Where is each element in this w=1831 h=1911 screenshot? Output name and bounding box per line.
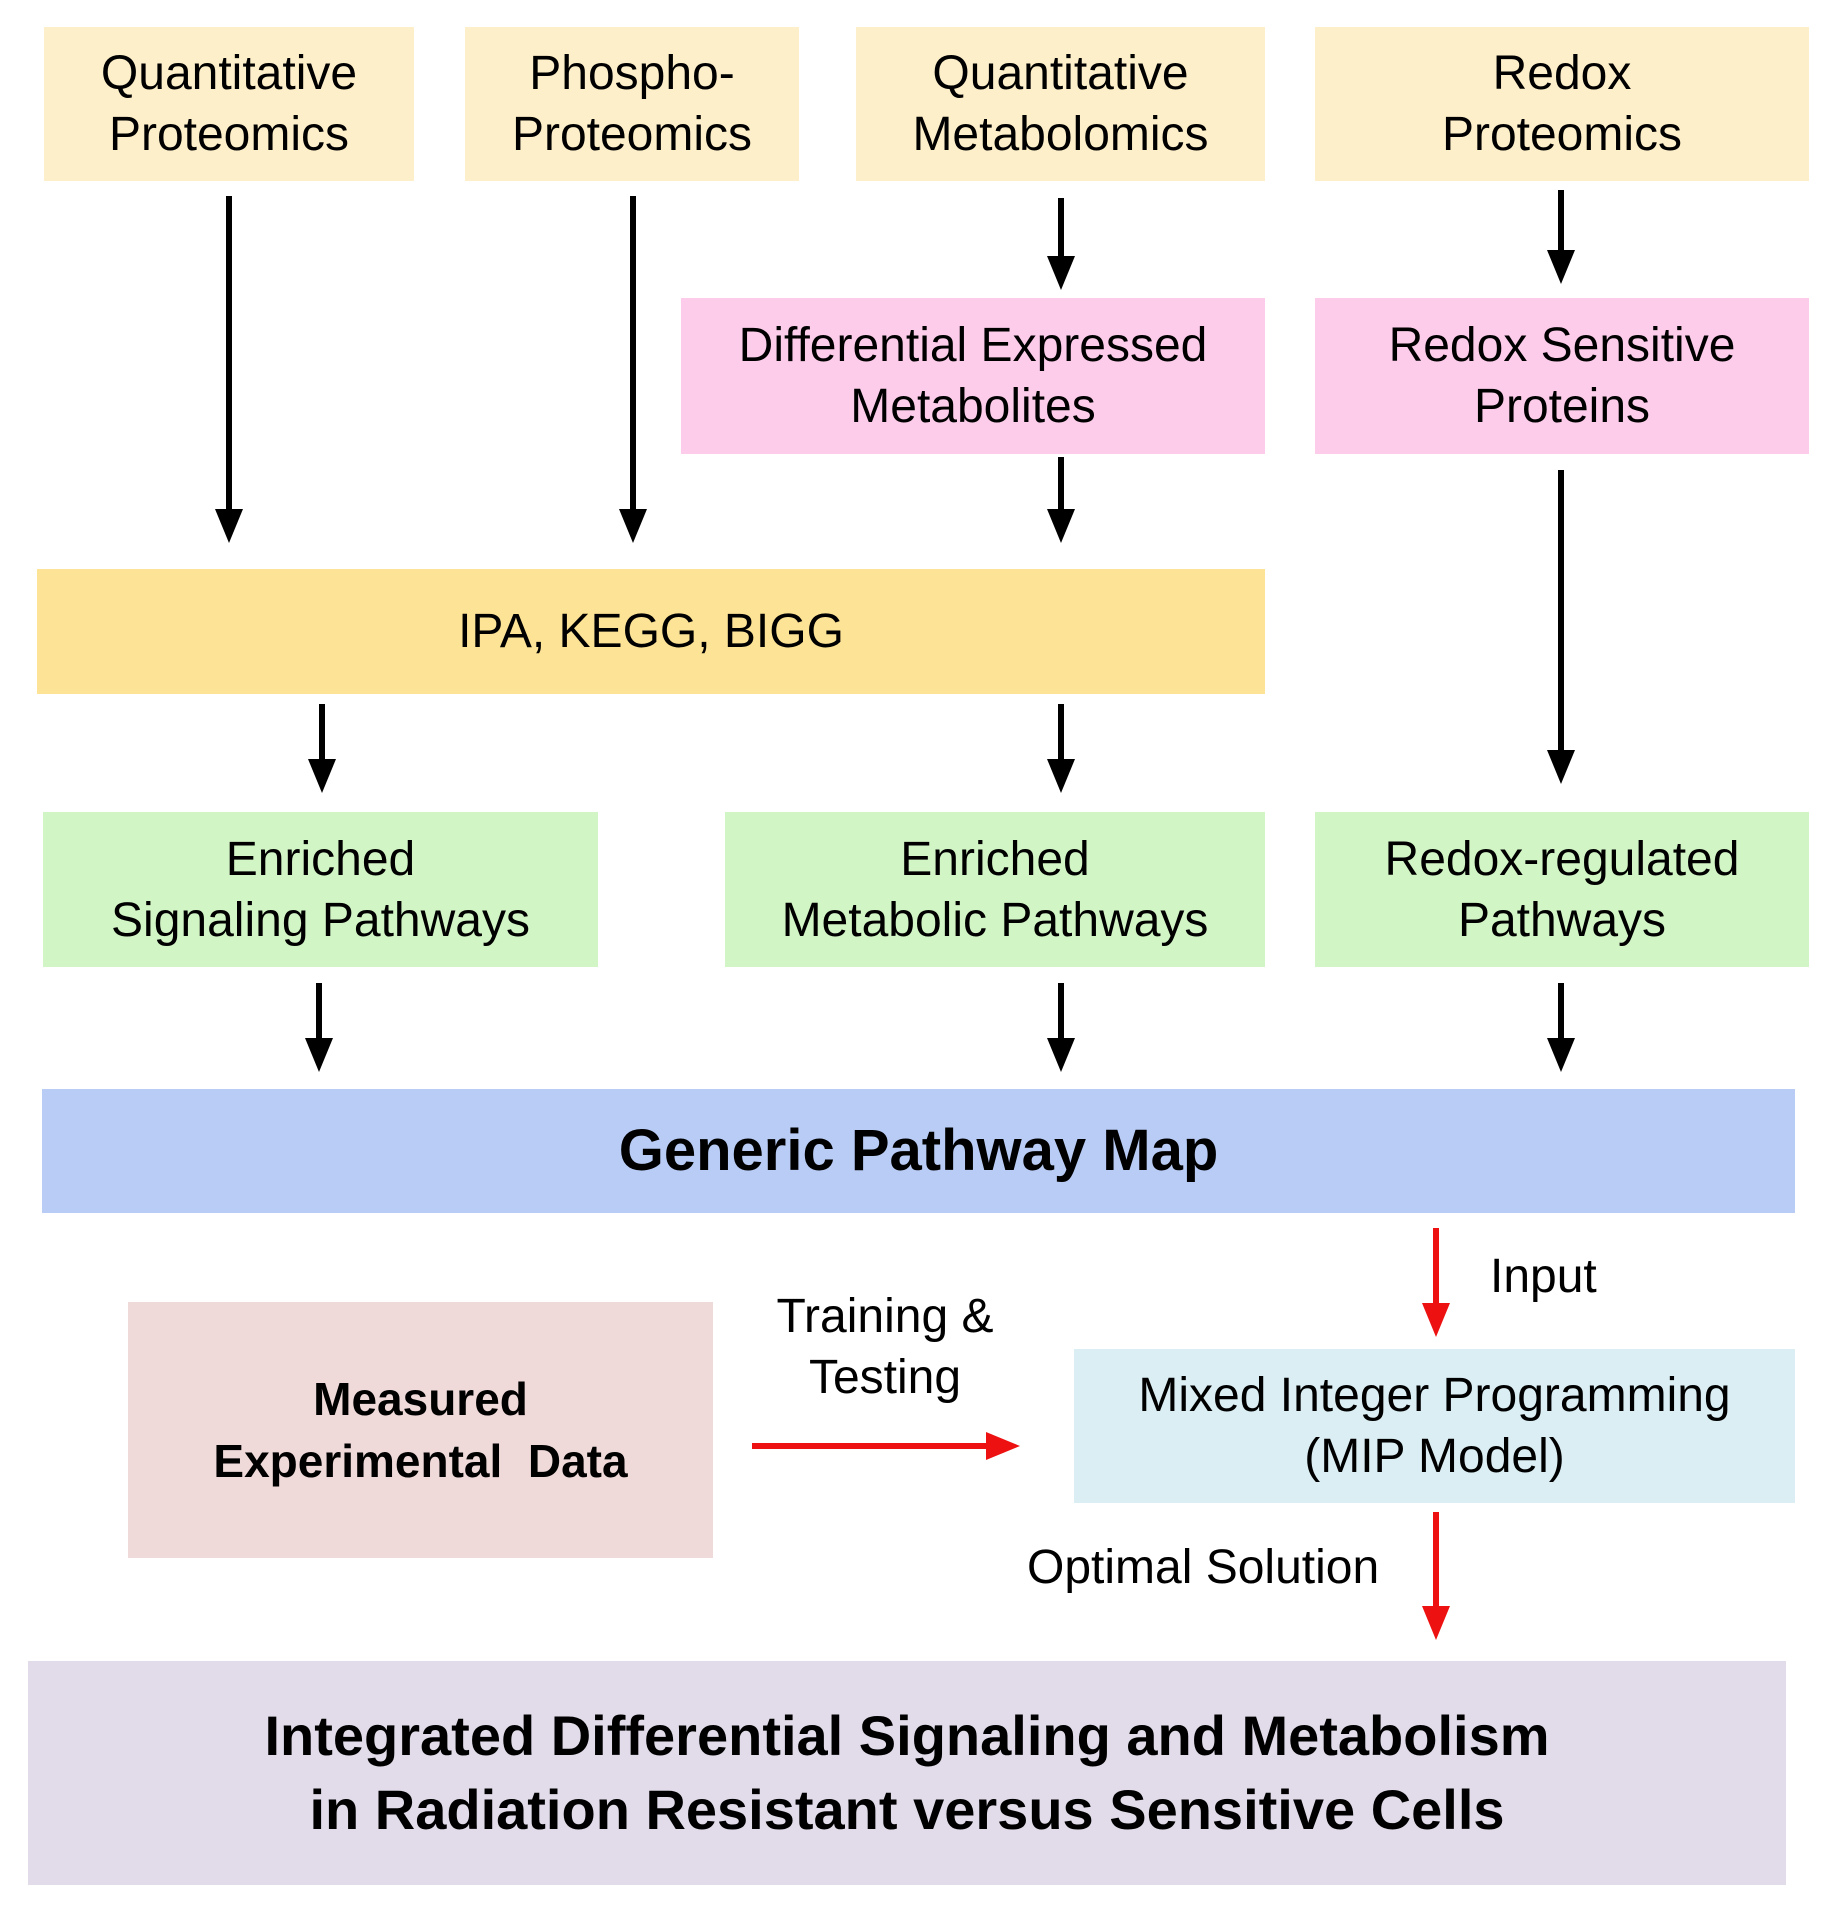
box-text: Quantitative bbox=[100, 47, 358, 100]
metabolic-pathways-box: Enriched Metabolic Pathways bbox=[725, 812, 1265, 967]
arrow-map-to-mip bbox=[1422, 1228, 1450, 1337]
arrow-metabolomics-to-diff bbox=[1047, 198, 1075, 290]
measured-data-box: Measured Experimental Data bbox=[128, 1302, 713, 1558]
arrow-signaling-to-map bbox=[305, 983, 333, 1072]
arrow-db-to-metabolic bbox=[1047, 704, 1075, 793]
box-text: Generic Pathway Map bbox=[618, 1118, 1219, 1183]
box-text: Enriched bbox=[900, 832, 1090, 886]
box-text: Proteomics bbox=[108, 108, 350, 161]
generic-pathway-map-box: Generic Pathway Map bbox=[42, 1089, 1795, 1213]
quantitative-metabolomics-box: Quantitative Metabolomics bbox=[856, 27, 1265, 181]
optimal-solution-label: Optimal Solution bbox=[1027, 1537, 1379, 1598]
box-text: Phospho- bbox=[529, 47, 735, 100]
box-text: Differential Expressed bbox=[738, 319, 1208, 372]
training-testing-label: Training & Testing bbox=[760, 1286, 1010, 1408]
arrow-measured-to-mip bbox=[752, 1432, 1020, 1460]
arrow-diff-to-db bbox=[1047, 457, 1075, 543]
redox-sensitive-proteins-box: Redox Sensitive Proteins bbox=[1315, 298, 1809, 454]
box-text: Redox bbox=[1492, 47, 1632, 100]
label-text: Input bbox=[1490, 1250, 1597, 1303]
arrow-redox-pathways-to-map bbox=[1547, 983, 1575, 1072]
mip-model-box: Mixed Integer Programming (MIP Model) bbox=[1074, 1349, 1795, 1503]
box-text: Mixed Integer Programming bbox=[1138, 1369, 1731, 1422]
differential-metabolites-box: Differential Expressed Metabolites bbox=[681, 298, 1265, 454]
label-text: Testing bbox=[808, 1351, 962, 1404]
box-text: Redox Sensitive bbox=[1388, 319, 1736, 372]
redox-proteomics-box: Redox Proteomics bbox=[1315, 27, 1809, 181]
box-text: Integrated Differential Signaling and Me… bbox=[264, 1704, 1550, 1767]
arrow-quant-proteomics-to-db bbox=[215, 196, 243, 543]
quantitative-proteomics-box: Quantitative Proteomics bbox=[44, 27, 414, 181]
integrated-result-box: Integrated Differential Signaling and Me… bbox=[28, 1661, 1786, 1885]
box-text: Measured bbox=[313, 1373, 528, 1425]
box-text: Experimental Data bbox=[213, 1435, 628, 1487]
box-text: in Radiation Resistant versus Sensitive … bbox=[309, 1778, 1505, 1841]
label-text: Optimal Solution bbox=[1027, 1541, 1380, 1594]
box-text: Enriched bbox=[225, 832, 416, 886]
box-text: Pathways bbox=[1457, 893, 1667, 947]
box-text: (MIP Model) bbox=[1304, 1430, 1565, 1483]
box-text: Metabolomics bbox=[912, 108, 1209, 161]
input-label: Input bbox=[1490, 1246, 1597, 1307]
box-text: Redox-regulated bbox=[1384, 832, 1740, 886]
box-text: IPA, KEGG, BIGG bbox=[458, 605, 844, 658]
label-text: Training & bbox=[776, 1290, 994, 1343]
box-text: Proteins bbox=[1473, 380, 1651, 433]
database-box: IPA, KEGG, BIGG bbox=[37, 569, 1265, 694]
box-text: Quantitative bbox=[932, 47, 1189, 100]
box-text: Metabolic Pathways bbox=[781, 893, 1209, 947]
arrow-phospho-to-db bbox=[619, 196, 647, 543]
box-text: Proteomics bbox=[1441, 108, 1683, 161]
arrow-sensitive-to-redox-pathways bbox=[1547, 470, 1575, 784]
box-text: Signaling Pathways bbox=[111, 893, 530, 947]
phospho-proteomics-box: Phospho- Proteomics bbox=[465, 27, 799, 181]
arrow-mip-to-result bbox=[1422, 1512, 1450, 1640]
signaling-pathways-box: Enriched Signaling Pathways bbox=[43, 812, 598, 967]
arrow-db-to-signaling bbox=[308, 704, 336, 793]
box-text: Proteomics bbox=[511, 108, 753, 161]
arrow-metabolic-to-map bbox=[1047, 983, 1075, 1072]
redox-pathways-box: Redox-regulated Pathways bbox=[1315, 812, 1809, 967]
arrow-redox-prot-to-sensitive bbox=[1547, 190, 1575, 284]
box-text: Metabolites bbox=[850, 380, 1096, 433]
